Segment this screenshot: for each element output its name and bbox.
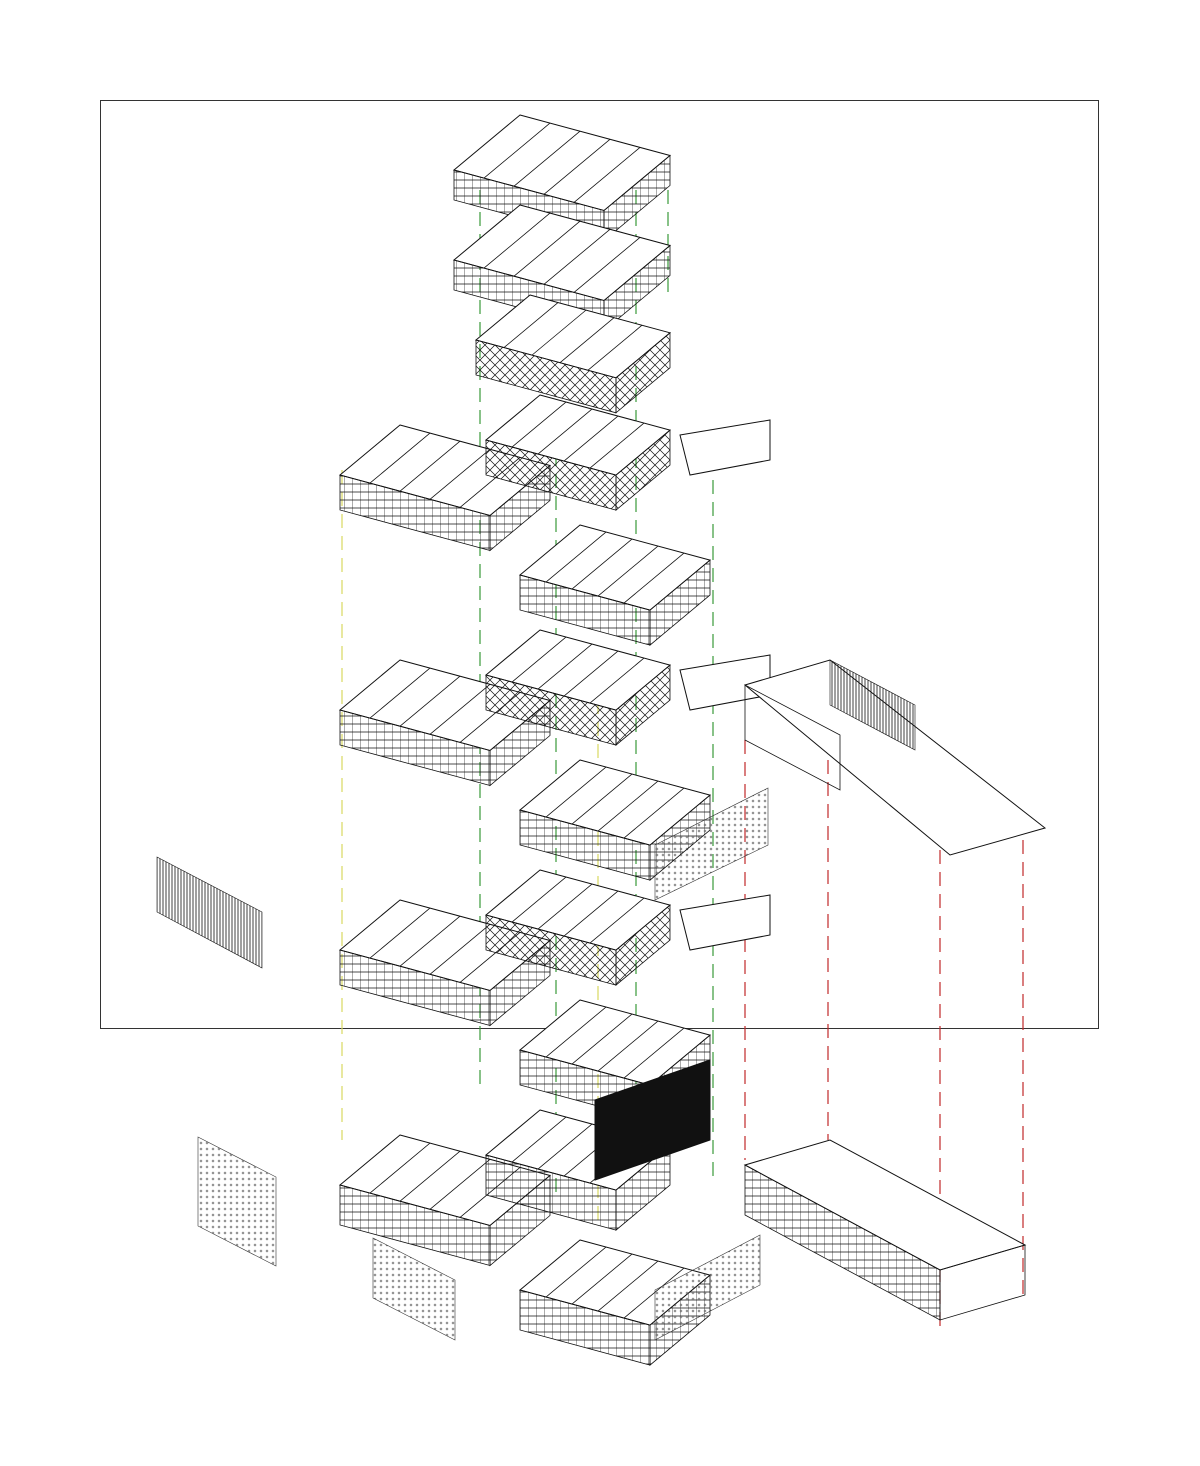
annex-ground-block-end bbox=[939, 1244, 1026, 1321]
interior-wall bbox=[545, 766, 607, 818]
interior-wall bbox=[511, 876, 567, 923]
side-facade bbox=[615, 331, 671, 414]
dark-entrance-wall bbox=[594, 1059, 711, 1181]
interior-wall bbox=[545, 1246, 607, 1298]
side-facade bbox=[615, 429, 671, 511]
wing-core-0 bbox=[484, 394, 672, 511]
perforated-facade-panel bbox=[372, 1237, 456, 1341]
interior-wall bbox=[399, 675, 461, 727]
interior-wall bbox=[429, 923, 491, 975]
interior-wall bbox=[537, 1123, 593, 1170]
interior-wall bbox=[571, 773, 633, 825]
perforated-screen-panel bbox=[654, 787, 769, 901]
floor-levels bbox=[338, 114, 771, 1366]
side-facade bbox=[615, 664, 671, 746]
interior-wall bbox=[563, 650, 619, 697]
slat-facade-panel bbox=[156, 856, 263, 969]
interior-wall bbox=[531, 309, 587, 356]
interior-wall bbox=[513, 220, 581, 277]
side-facade bbox=[615, 904, 671, 986]
interior-wall bbox=[511, 636, 567, 683]
interior-wall bbox=[559, 317, 615, 363]
interior-wall bbox=[573, 147, 641, 203]
interior-wall bbox=[597, 545, 659, 597]
wing-core-2 bbox=[484, 869, 672, 986]
interior-wall bbox=[597, 1020, 659, 1072]
stair-tower bbox=[679, 419, 771, 476]
interior-wall bbox=[543, 138, 611, 195]
interior-wall bbox=[587, 324, 643, 371]
side-facade bbox=[649, 559, 711, 646]
interior-wall bbox=[597, 780, 659, 832]
interior-wall bbox=[399, 915, 461, 967]
interior-wall bbox=[511, 1116, 567, 1163]
interior-wall bbox=[483, 122, 551, 179]
interior-wall bbox=[623, 787, 685, 839]
interior-wall bbox=[503, 302, 559, 348]
interior-wall bbox=[513, 130, 581, 187]
interior-wall bbox=[369, 907, 431, 959]
interior-wall bbox=[623, 1027, 685, 1079]
interior-wall bbox=[589, 657, 645, 704]
interior-wall bbox=[589, 897, 645, 944]
wing-core-1 bbox=[484, 629, 672, 746]
perforated-screen-panel bbox=[654, 1234, 761, 1341]
interior-wall bbox=[543, 228, 611, 285]
interior-wall bbox=[571, 1013, 633, 1065]
interior-wall bbox=[399, 440, 461, 492]
interior-wall bbox=[537, 883, 593, 930]
perforated-facade-panel bbox=[197, 1136, 277, 1267]
interior-wall bbox=[537, 643, 593, 690]
floor-level-screened bbox=[474, 294, 672, 414]
wing-east-0 bbox=[518, 524, 712, 646]
interior-wall bbox=[429, 683, 491, 735]
interior-wall bbox=[369, 1142, 431, 1194]
interior-wall bbox=[563, 890, 619, 937]
interior-wall bbox=[545, 1006, 607, 1058]
interior-wall bbox=[545, 531, 607, 583]
interior-wall bbox=[537, 408, 593, 455]
interior-wall bbox=[369, 667, 431, 719]
interior-wall bbox=[429, 1158, 491, 1210]
annex-roof-louvre bbox=[829, 659, 916, 751]
interior-wall bbox=[399, 1150, 461, 1202]
interior-wall bbox=[573, 237, 641, 293]
interior-wall bbox=[369, 432, 431, 484]
interior-wall bbox=[589, 422, 645, 469]
facade-panels bbox=[156, 787, 769, 1341]
interior-wall bbox=[483, 212, 551, 269]
interior-wall bbox=[563, 415, 619, 462]
interior-wall bbox=[597, 1260, 659, 1312]
interior-wall bbox=[571, 1253, 633, 1305]
annex-upper-level-plate bbox=[743, 659, 1047, 856]
interior-wall bbox=[429, 448, 491, 500]
interior-wall bbox=[623, 552, 685, 604]
interior-wall bbox=[623, 1267, 685, 1319]
stair-tower bbox=[679, 894, 771, 951]
annex-building bbox=[743, 659, 1047, 1321]
interior-wall bbox=[571, 538, 633, 590]
interior-wall bbox=[511, 401, 567, 448]
annex-section-wall bbox=[744, 684, 841, 791]
